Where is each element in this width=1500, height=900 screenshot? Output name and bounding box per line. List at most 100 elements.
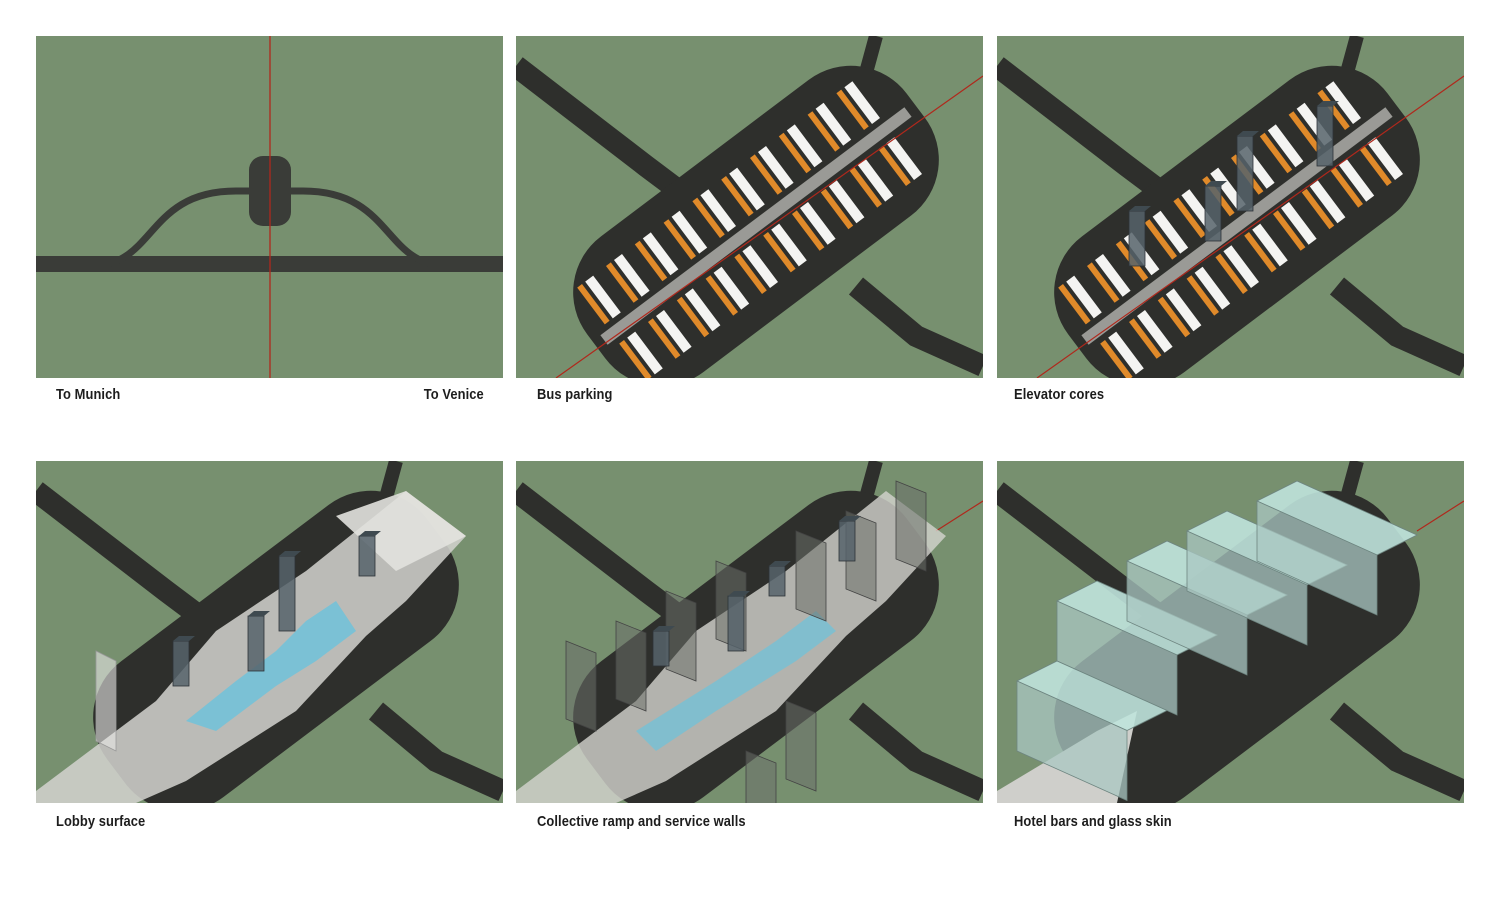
bus-stripe	[663, 219, 696, 260]
service-wall	[665, 590, 697, 682]
elevator-core	[1316, 105, 1334, 167]
service-wall	[895, 480, 927, 572]
lobby-surface-diagram	[36, 461, 503, 803]
bus	[1338, 158, 1375, 202]
bus	[1095, 254, 1131, 297]
exit-ramp	[288, 187, 449, 270]
caption-hotel-bars: Hotel bars and glass skin	[1014, 813, 1172, 830]
central-spine	[1081, 107, 1393, 345]
hotel-bar-facade	[1056, 600, 1178, 716]
bus	[828, 180, 865, 224]
access-road	[997, 57, 1174, 205]
lobby-pool	[186, 601, 356, 731]
hotel-bar-facade	[1016, 680, 1128, 802]
bus	[1223, 245, 1259, 288]
access-road	[516, 57, 693, 205]
lobby-pool	[636, 611, 836, 751]
core-top	[1129, 206, 1151, 211]
core-top	[1205, 181, 1227, 186]
bus	[886, 137, 922, 180]
bus-stripe	[878, 145, 911, 186]
elevator-core	[172, 640, 190, 687]
core-top	[359, 531, 381, 536]
elevator-core	[1236, 135, 1254, 212]
bus-stripe	[849, 167, 882, 208]
bus	[1165, 288, 1202, 332]
bus	[1267, 124, 1304, 168]
bus-stripe	[820, 188, 854, 230]
hotel-bar-facade	[1256, 500, 1378, 616]
panel-collective-ramp	[516, 461, 983, 803]
panel-bus-parking	[516, 36, 983, 378]
core-top	[248, 611, 270, 616]
access-road	[848, 702, 983, 802]
bus	[1252, 223, 1288, 267]
caption-elevator-cores: Elevator cores	[1014, 386, 1105, 403]
bus-stripe	[763, 232, 796, 273]
bus-stripe	[1359, 145, 1392, 186]
hotel-bar-facade	[1186, 530, 1308, 646]
glass-panel	[95, 650, 117, 752]
bus	[1194, 266, 1231, 310]
core-top	[839, 516, 861, 521]
elevator-core	[768, 565, 786, 597]
bus-stripe	[1317, 89, 1350, 130]
bus-stripe	[648, 318, 681, 359]
bus	[713, 266, 750, 310]
bus-stripe	[705, 275, 738, 316]
axis-line	[935, 500, 983, 532]
bus-stripe	[619, 340, 652, 378]
bus-stripe	[836, 89, 869, 130]
bus	[1309, 180, 1346, 224]
caption-to-munich: To Munich	[56, 386, 121, 403]
bus-stripe	[778, 132, 812, 174]
bus-stripe	[1058, 284, 1091, 325]
elevator-core	[1204, 185, 1222, 242]
site-plan-diagram	[36, 36, 503, 378]
bus-stripe	[1259, 132, 1293, 174]
bus	[758, 146, 794, 189]
access-road	[1329, 702, 1464, 802]
access-road	[848, 277, 983, 377]
bus	[700, 189, 736, 232]
core-top	[769, 561, 791, 566]
central-spine	[600, 107, 912, 345]
bus-stripe	[1330, 167, 1363, 208]
bus	[642, 232, 679, 276]
bus	[1066, 275, 1102, 319]
bus	[844, 81, 880, 124]
bus-stripe	[1273, 210, 1306, 251]
bus	[1152, 210, 1189, 254]
bus-stripe	[1087, 262, 1120, 303]
bus	[1108, 331, 1144, 375]
caption-to-venice: To Venice	[423, 386, 484, 403]
bus-stripe	[807, 111, 840, 152]
access-road	[1329, 277, 1464, 377]
bus-stripe	[1215, 253, 1248, 294]
service-wall	[565, 640, 597, 732]
core-top	[728, 591, 750, 596]
bus	[684, 288, 721, 332]
core-top	[1237, 131, 1259, 136]
service-wall	[745, 750, 777, 803]
elevator-core	[838, 520, 856, 562]
bus-stripe	[634, 240, 668, 282]
bus-stripe	[1173, 197, 1206, 238]
service-wall	[615, 620, 647, 712]
elevator-core	[358, 535, 376, 577]
bus-stripe	[750, 154, 783, 195]
bus	[1281, 202, 1317, 245]
hotel-bars-diagram	[997, 461, 1464, 803]
access-road	[368, 702, 503, 802]
panel-elevator-cores	[997, 36, 1464, 378]
bus	[771, 223, 807, 267]
elevator-core	[1128, 210, 1146, 267]
service-wall	[785, 700, 817, 792]
collective-ramp-diagram	[516, 461, 983, 803]
bus-stripe	[734, 253, 767, 294]
bus	[627, 331, 663, 375]
axis-line	[1036, 75, 1464, 378]
core-top	[279, 551, 301, 556]
access-road	[36, 482, 213, 630]
bus-stripe	[1157, 296, 1191, 338]
